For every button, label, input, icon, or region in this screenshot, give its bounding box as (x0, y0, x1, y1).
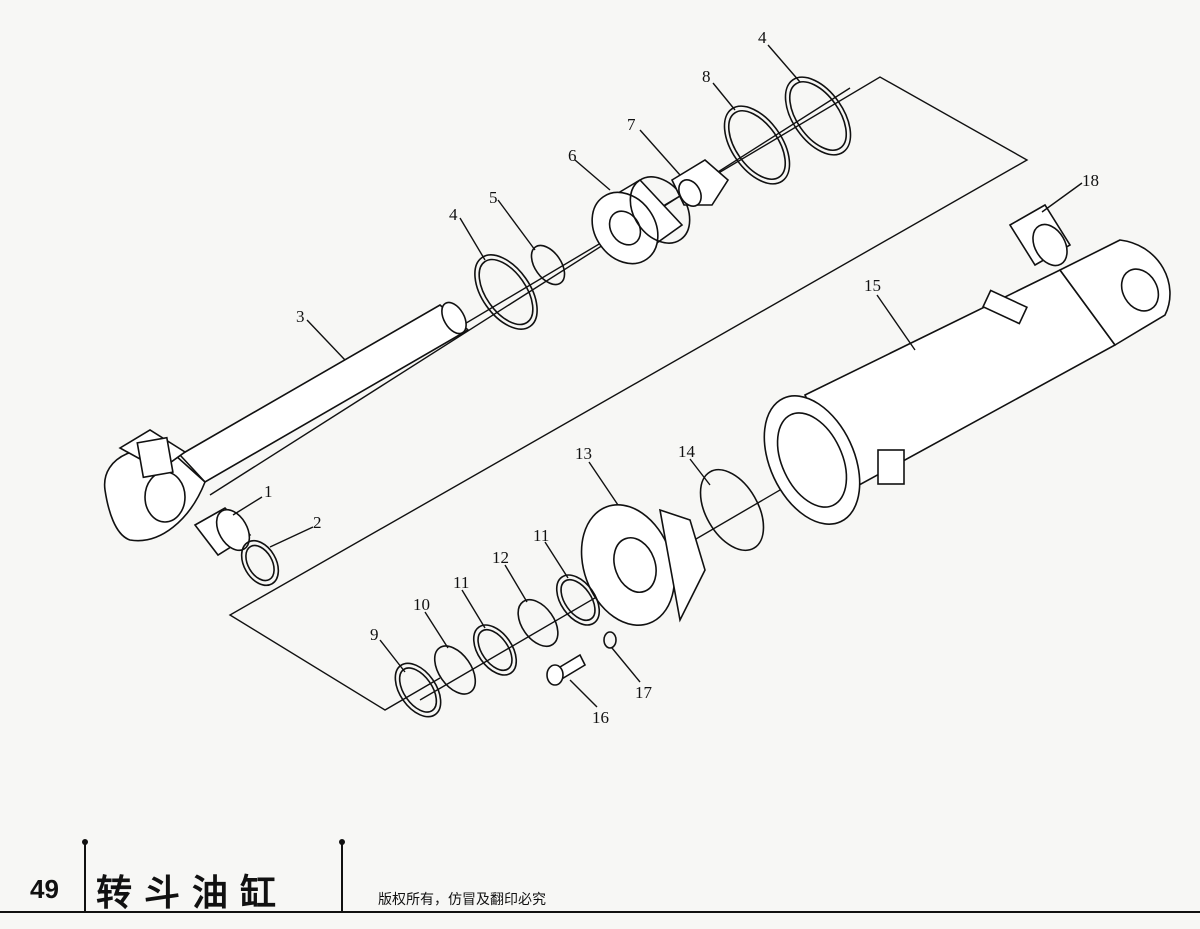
guide-sleeve-13 (580, 504, 706, 626)
callout-3: 3 (296, 307, 305, 326)
piston-6 (591, 176, 691, 265)
callout-15: 15 (864, 276, 881, 295)
page-footer (0, 830, 1200, 929)
callout-6: 6 (568, 146, 577, 165)
callout-8: 8 (702, 67, 711, 86)
page-title: 转斗油缸 (96, 873, 289, 914)
callout-9: 9 (370, 625, 379, 644)
callout-10: 10 (413, 595, 430, 614)
piston-rod (104, 301, 470, 542)
seal-11-right (555, 574, 601, 626)
callout-17: 17 (635, 683, 653, 702)
bushing-18 (1008, 203, 1072, 267)
washer-17 (603, 631, 617, 649)
page-number: 49 (30, 874, 59, 904)
callout-5: 5 (489, 188, 498, 207)
callout-16: 16 (592, 708, 609, 727)
copyright-notice: 版权所有，仿冒及翻印必究 (378, 892, 546, 908)
bushing-1 (193, 506, 252, 557)
callout-7: 7 (627, 115, 636, 134)
ring-5 (530, 244, 566, 286)
callout-4-left: 4 (449, 205, 458, 224)
nut-7 (670, 159, 730, 207)
seal-11-left (472, 624, 518, 676)
ring-4-right (784, 76, 852, 156)
bolt-16 (546, 653, 587, 686)
callout-2: 2 (313, 513, 322, 532)
seal-10 (433, 645, 477, 695)
seal-12 (517, 599, 559, 647)
callout-1: 1 (264, 482, 273, 501)
ring-8 (723, 105, 791, 185)
callout-12: 12 (492, 548, 509, 567)
leader-lines (232, 44, 1083, 708)
ring-14 (699, 468, 765, 552)
ring-4-left (474, 254, 538, 330)
ring-2 (240, 539, 280, 587)
callout-13: 13 (575, 444, 592, 463)
cylinder-barrel-15 (763, 239, 1171, 525)
callout-11-right: 11 (533, 526, 549, 545)
callout-14: 14 (678, 442, 696, 461)
callout-4-right: 4 (758, 28, 767, 47)
callout-18: 18 (1082, 171, 1099, 190)
callout-labels: 1 2 3 4 5 6 7 8 4 9 10 11 12 11 13 14 15… (264, 28, 1099, 727)
footer-rules (0, 839, 1200, 913)
callout-11-left: 11 (453, 573, 469, 592)
